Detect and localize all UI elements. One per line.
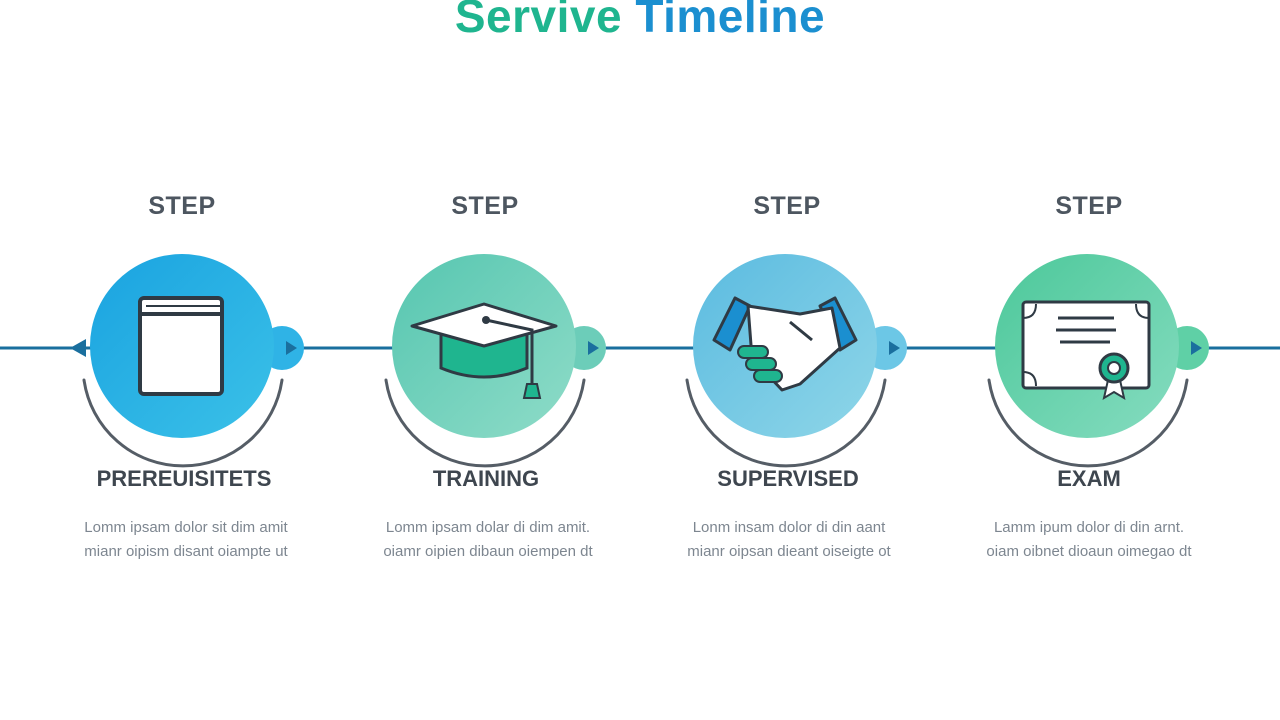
step-3-node [685,254,907,468]
graduation-cap-icon [410,302,558,399]
step-1-name: PREREUISITETS [96,466,272,491]
step-2-label: STEP [451,192,519,220]
step-4-node [987,254,1209,468]
step-1-tab-arrow [286,341,297,355]
step-2-name: TRAINING [432,466,540,491]
step-3-name: SUPERVISED [717,466,859,491]
step-4-label: STEP [1055,192,1123,220]
book-icon [138,296,224,396]
step-4-name: EXAM [1057,466,1121,491]
step-2-description: Lomm ipsam dolar di dim amit. oiamr oipi… [383,519,593,560]
step-3-arc [685,378,887,468]
title-part-2: Timeline [635,0,826,42]
step-4-tab-arrow [1191,341,1202,355]
step-3-label: STEP [753,192,821,220]
step-3-tab-arrow [889,341,900,355]
title-part-1: Servive [454,0,623,42]
step-2-tab-arrow [588,341,599,355]
step-1-description: Lomm ipsam dolor sit dim amit mianr oipi… [84,519,288,560]
step-1-node [82,254,304,468]
step-2-arc [384,378,586,468]
step-4-arc [987,378,1189,468]
handshake-icon [712,296,858,392]
step-2-node [384,254,606,468]
step-3-description: Lonm insam dolor di din aant mianr oipsa… [687,519,891,560]
step-4-description: Lamm ipum dolor di din arnt. oiam oibnet… [986,519,1192,560]
step-1-arc [82,378,284,468]
step-1-label: STEP [148,192,216,220]
timeline-start-arrow [70,339,86,357]
certificate-icon [1021,300,1151,401]
page-title: Servive Timeline [0,0,1280,46]
